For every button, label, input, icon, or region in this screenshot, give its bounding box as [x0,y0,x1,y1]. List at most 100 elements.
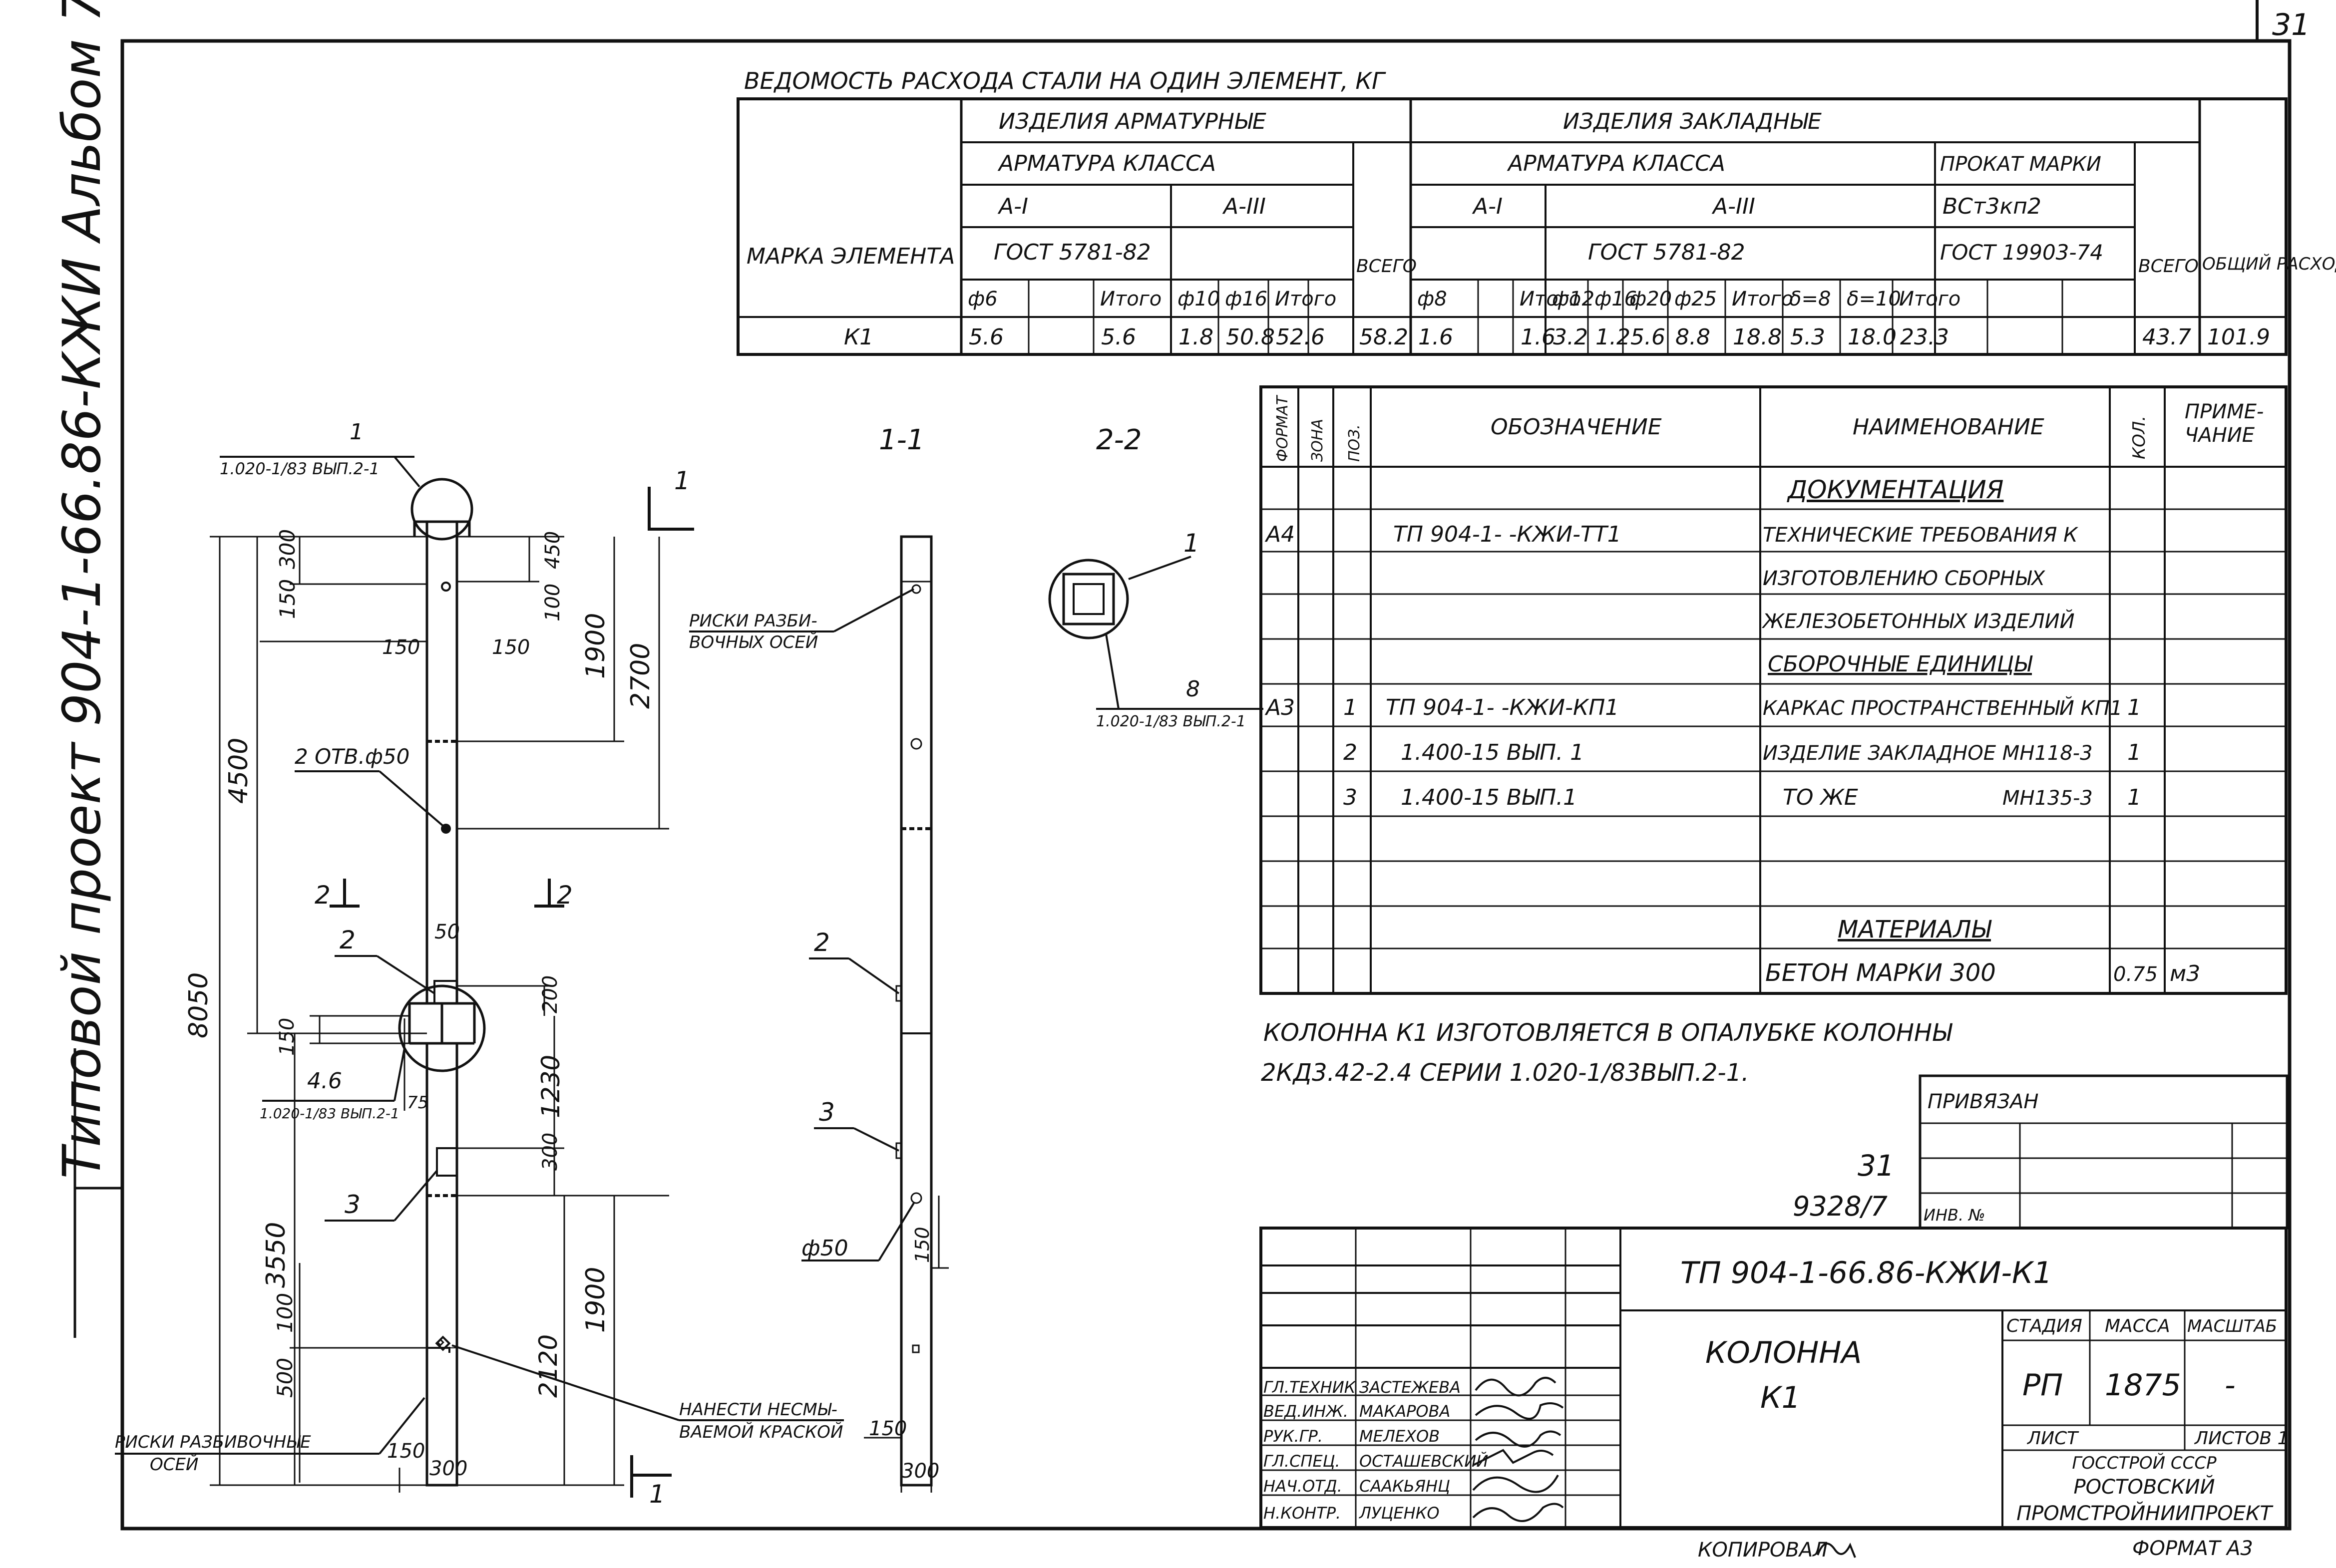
steel-value-cell: 23.3 [1900,324,1949,350]
dim-100-bottom: 100 [273,1293,297,1333]
title-org-2: РОСТОВСКИЙ [2073,1475,2215,1499]
steel-col-header: δ=8 [1789,288,1831,311]
steel-col-header: Итого [1732,288,1793,311]
note-line-2: 2КД3.42-2.4 СЕРИИ 1.020-1/83ВЫП.2-1. [1261,1059,1749,1087]
steel-col-header: Итого [1899,288,1960,311]
dim-150-sec-b: 150 [869,1417,907,1440]
title-person: СААКЬЯНЦ [1359,1477,1450,1496]
spec-section-docs: ДОКУМЕНТАЦИЯ [1787,475,2003,504]
holes-label: 2 ОТВ.ф50 [295,744,409,769]
dim-200: 200 [539,975,562,1013]
sec-mark-1-bottom: 1 [649,1480,665,1509]
title-designation: ТП 904-1-66.86-КЖИ-К1 [1680,1255,2052,1290]
title-scale: - [2225,1368,2236,1403]
marks-axes-b2: ОСЕЙ [150,1454,198,1475]
steel-col-header: δ=10 [1847,288,1901,311]
dim-50: 50 [434,921,460,943]
spec-r1-name-3: ЖЕЛЕЗОБЕТОННЫХ ИЗДЕЛИЙ [1761,609,2075,633]
spec-r1-name-1: ТЕХНИЧЕСКИЕ ТРЕБОВАНИЯ К [1763,524,2078,547]
steel-h-rebar-items: ИЗДЕЛИЯ АРМАТУРНЫЕ [999,109,1266,134]
steel-h-a1: А-I [997,194,1028,219]
section-1-1: 1-1 РИСКИ РАЗБИ- ВОЧНЫХ ОСЕЙ 2 3 ф50 150 [689,424,949,1493]
dim-150-bottom: 150 [387,1440,425,1463]
steel-h-rebar-class: АРМАТУРА КЛАССА [997,151,1216,176]
steel-h-gost3: ГОСТ 19903-74 [1940,240,2103,265]
spec-r3-designation: 1.400-15 ВЫП. 1 [1401,740,1584,765]
dim-300-bottom: 300 [429,1457,467,1480]
dim-300-right: 300 [539,1133,562,1171]
title-stage: РП [2022,1368,2063,1403]
spec-r4-qty: 1 [2127,785,2141,810]
spec-r2-pos: 1 [1343,695,1357,720]
hole-d-label: ф50 [801,1236,848,1261]
title-name-2: К1 [1760,1380,1801,1415]
spec-r2-format: А3 [1264,695,1295,720]
dim-450: 450 [541,531,564,569]
steel-value-cell: 52.6 [1276,324,1325,350]
dim-150-right: 150 [492,636,530,659]
spec-r3-pos: 2 [1343,740,1357,765]
title-role: НАЧ.ОТД. [1263,1477,1342,1496]
spec-r5-note: м3 [2170,961,2200,986]
dim-150-mid: 150 [276,1018,299,1056]
copied-label: КОПИРОВАЛ [1698,1539,1828,1562]
spec-h-name: НАИМЕНОВАНИЕ [1853,414,2044,440]
callout-3b: 3 [819,1098,835,1127]
spec-r2-designation: ТП 904-1- -КЖИ-КП1 [1386,695,1619,720]
steel-col-header: ф6 [968,288,998,311]
title-role: ВЕД.ИНЖ. [1263,1402,1348,1421]
binding-inv-label: ИНВ. № [1924,1206,1985,1225]
spec-h-qty: КОЛ. [2129,416,2149,459]
steel-col-header: ф8 [1417,288,1447,311]
title-h-mass: МАССА [2105,1316,2170,1336]
title-person: ЗАСТЕЖЕВА [1359,1378,1461,1397]
spec-r4-designation: 1.400-15 ВЫП.1 [1401,785,1577,810]
steel-col-header: Итого [1100,288,1162,311]
ref-1: 1 [350,419,364,445]
sec-mark-2-right: 2 [557,881,573,910]
steel-value-cell: 18.8 [1733,324,1782,350]
steel-table-title: ВЕДОМОСТЬ РАСХОДА СТАЛИ НА ОДИН ЭЛЕМЕНТ,… [744,67,1386,94]
steel-h-element: МАРКА ЭЛЕМЕНТА [747,244,955,269]
steel-h-steel: ВСт3кп2 [1943,194,2041,219]
dim-4500: 4500 [224,738,254,804]
dim-3550: 3550 [261,1222,291,1288]
callout-3a: 3 [345,1190,361,1219]
binding-stamp: ПРИВЯЗАН ИНВ. № 31 9328/7 [1793,1074,2289,1230]
column-elevation: 1 1.020-1/83 ВЫП.2-1 4.6 1.020-1/83 ВЫП.… [115,419,844,1509]
title-org-3: ПРОМСТРОЙНИИПРОЕКТ [2016,1501,2274,1525]
steel-col-header: ф20 [1629,288,1672,311]
steel-value-cell: 5.6 [1101,324,1136,350]
steel-value-cell: 1.6 [1521,324,1556,350]
side-title: Типовой проект 904-1-66.86-КЖИ Альбом 7 [51,0,112,1179]
dim-150-top: 150 [275,579,300,619]
marks-axes-a1: РИСКИ РАЗБИ- [689,611,817,631]
steel-h-a3: А-III [1222,194,1266,219]
note-block: КОЛОННА К1 ИЗГОТОВЛЯЕТСЯ В ОПАЛУБКЕ КОЛО… [1261,1019,1953,1087]
title-person: ОСТАШЕВСКИЙ [1359,1452,1488,1471]
section-2-2: 2-2 1 8 1.020-1/83 ВЫП.2-1 [1048,424,1263,730]
ref-8-src: 1.020-1/83 ВЫП.2-1 [1096,713,1246,730]
dim-150-left: 150 [382,636,420,659]
sec-mark-1-top: 1 [674,466,690,495]
dim-8050: 8050 [184,972,214,1038]
spec-r1-format: А4 [1264,522,1295,547]
dim-1900-top: 1900 [581,613,611,679]
dim-500: 500 [273,1358,297,1398]
steel-col-header: ф12 [1552,288,1594,311]
title-person: ЛУЦЕНКО [1359,1504,1440,1523]
steel-col-header: ф16 [1594,288,1637,311]
marks-axes-a2: ВОЧНЫХ ОСЕЙ [689,632,818,652]
steel-value-cell: 101.9 [2207,324,2270,350]
dim-300-top: 300 [275,529,300,569]
spec-r3-name: ИЗДЕЛИЕ ЗАКЛАДНОЕ МН118-3 [1763,742,2093,765]
dim-2700: 2700 [626,643,656,709]
spec-r5-name: БЕТОН МАРКИ 300 [1765,959,1996,987]
format-label: ФОРМАТ А3 [2132,1537,2253,1560]
paint-label-2: ВАЕМОЙ КРАСКОЙ [679,1422,843,1442]
ref-46: 4.6 [307,1068,342,1094]
title-name-1: КОЛОННА [1705,1335,1862,1370]
section-2-2-label: 2-2 [1096,424,1142,456]
spec-h-note1: ПРИМЕ- [2185,400,2264,423]
